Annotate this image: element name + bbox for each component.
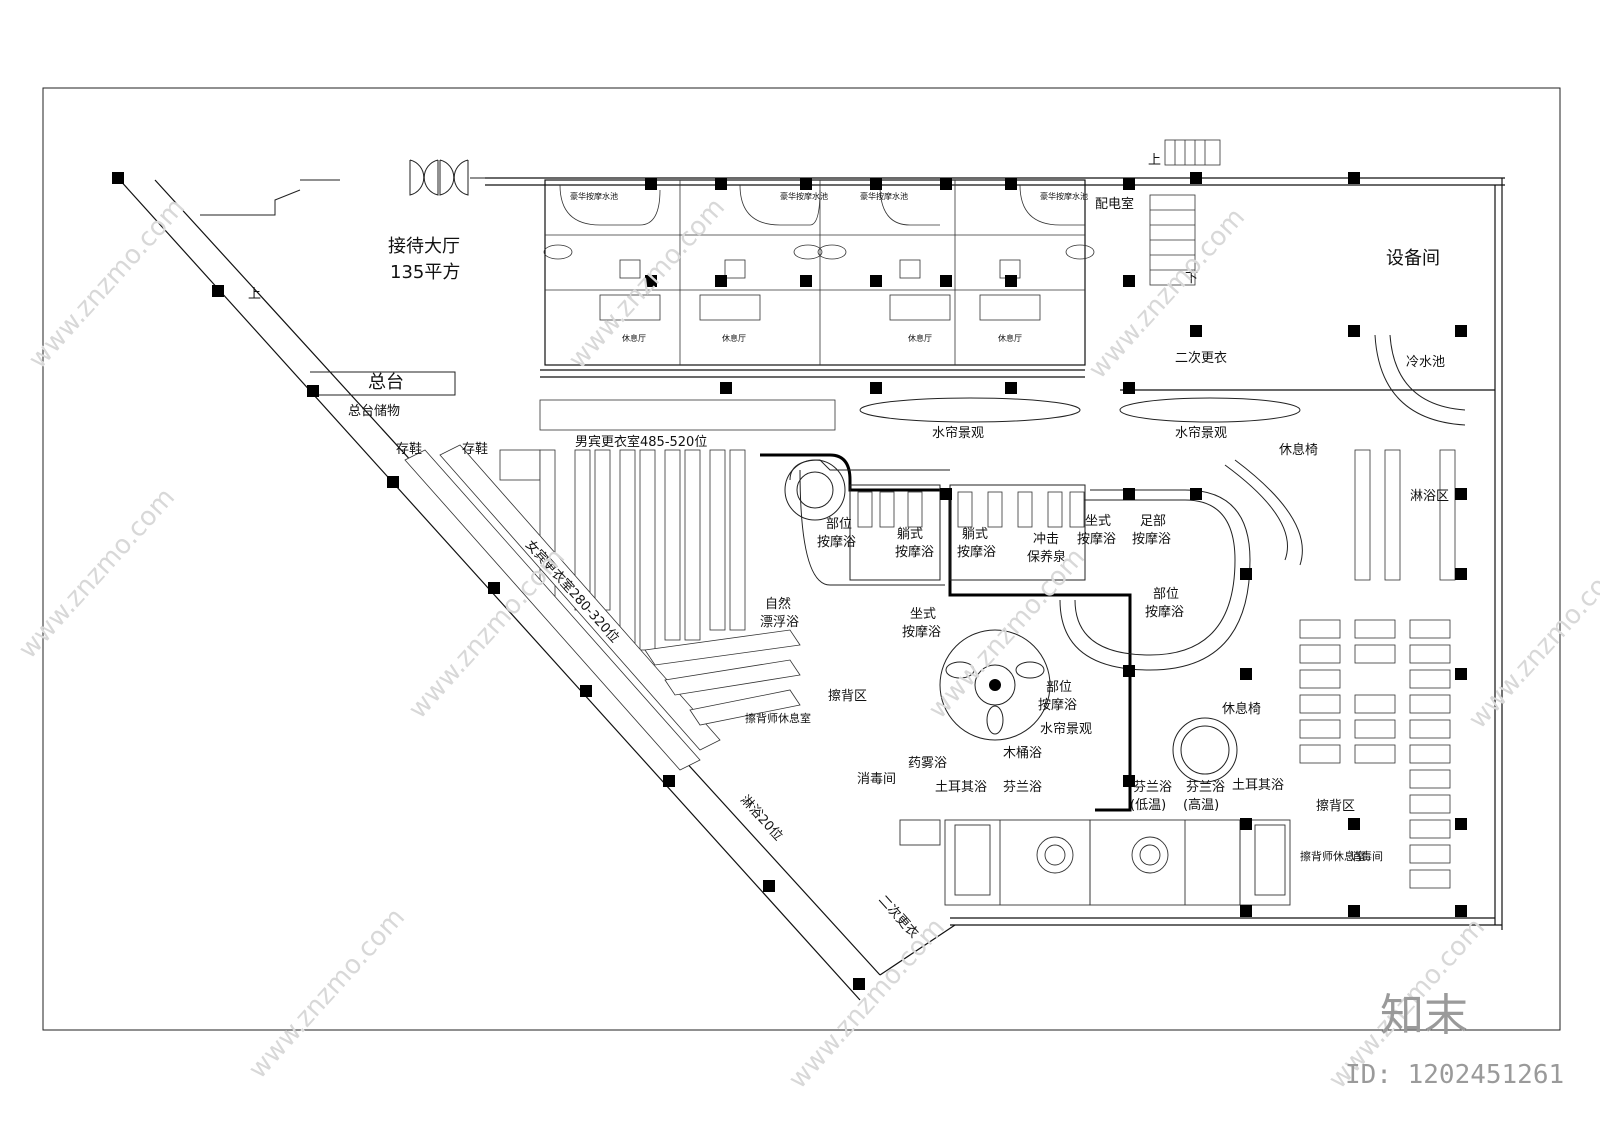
entrance-doors <box>200 159 485 216</box>
rest-chair-1-label: 休息椅 <box>1279 442 1318 458</box>
drawing-frame <box>42 87 1561 1031</box>
foot-massage-a: 足部 <box>1140 514 1166 529</box>
finnish-high-b: (高温) <box>1183 797 1219 813</box>
lying-massage-1a: 躺式 <box>897 526 923 542</box>
watermark-2: www.znzmo.com <box>563 193 731 375</box>
partial-massage-3b: 按摩浴 <box>1038 697 1077 713</box>
planters <box>859 334 1466 783</box>
scrub-area-left-label: 擦背区 <box>828 689 867 704</box>
vip-pool-label-1: 豪华按摩水池 <box>570 191 618 201</box>
shoe-storage-1-label: 存鞋 <box>396 441 422 457</box>
reception-hall-label: 接待大厅 <box>388 236 460 257</box>
vip-rest-label-2: 休息厅 <box>722 333 746 343</box>
shower-20-label: 淋浴20位 <box>737 793 785 844</box>
brand-logo: 知末 <box>1380 990 1468 1041</box>
female-locker-rows <box>404 444 801 771</box>
sitting-massage-2b: 按摩浴 <box>902 624 941 640</box>
columns <box>112 172 1467 990</box>
rest-chair-2-label: 休息椅 <box>1222 701 1261 717</box>
natural-float-b: 漂浮浴 <box>760 614 799 630</box>
watermark-9: www.znzmo.com <box>783 913 951 1095</box>
scrub-rest-right-label: 擦背师休息室 <box>1300 849 1366 863</box>
shoe-storage-2-label: 存鞋 <box>462 441 488 457</box>
impact-spring-a: 冲击 <box>1033 532 1059 547</box>
sauna-rooms <box>899 819 1291 906</box>
front-desk-shape <box>310 371 456 396</box>
partial-massage-2b: 按摩浴 <box>1145 604 1184 620</box>
turkish-2-label: 土耳其浴 <box>1232 778 1284 793</box>
stairs-down-label: 下 <box>1185 271 1198 286</box>
vip-pool-label-4: 豪华按摩水池 <box>1040 191 1088 201</box>
water-curtain-3-label: 水帘景观 <box>1040 721 1092 737</box>
right-shower-beds <box>1299 449 1456 889</box>
partial-massage-2a: 部位 <box>1153 587 1179 602</box>
male-locker-label: 男宾更衣室485-520位 <box>575 434 707 450</box>
disinfect-left-label: 消毒间 <box>857 772 896 787</box>
image-id: ID: 1202451261 <box>1345 1060 1564 1090</box>
front-desk-label: 总台 <box>368 372 404 393</box>
partial-massage-1b: 按摩浴 <box>817 534 856 550</box>
equipment-room-label: 设备间 <box>1386 248 1440 269</box>
scrub-rest-left-label: 擦背师休息室 <box>745 711 811 725</box>
disinfect-right-label: 消毒间 <box>1350 849 1383 863</box>
water-curtain-1-label: 水帘景观 <box>932 425 984 441</box>
lying-massage-2b: 按摩浴 <box>957 544 996 560</box>
vip-rooms: 豪华按摩水池 豪华按摩水池 豪华按摩水池 豪华按摩水池 休息厅 休息厅 休息厅 … <box>543 180 1095 365</box>
second-change-label: 二次更衣 <box>1175 350 1227 366</box>
lying-massage-1b: 按摩浴 <box>895 544 934 560</box>
pool-area <box>760 453 1251 812</box>
reception-area-label: 135平方 <box>390 262 460 283</box>
vip-pool-label-2: 豪华按摩水池 <box>780 191 828 201</box>
walls <box>117 177 1505 1001</box>
stairs <box>1149 139 1221 286</box>
watermark-8: www.znzmo.com <box>243 903 411 1085</box>
sitting-massage-2a: 坐式 <box>910 607 936 622</box>
wooden-barrel-label: 木桶浴 <box>1003 746 1042 761</box>
finnish-low-b: (低温) <box>1130 798 1166 813</box>
vip-pool-label-3: 豪华按摩水池 <box>860 191 908 201</box>
front-desk-storage-label: 总台储物 <box>348 404 400 419</box>
foot-massage-b: 按摩浴 <box>1132 531 1171 547</box>
herbal-steam-label: 药雾浴 <box>908 756 947 771</box>
watermark-4: www.znzmo.com <box>13 483 181 665</box>
water-curtain-2-label: 水帘景观 <box>1175 425 1227 441</box>
watermark-5: www.znzmo.com <box>403 543 571 725</box>
finnish-low-a: 芬兰浴 <box>1133 780 1172 795</box>
sitting-massage-1b: 按摩浴 <box>1077 531 1116 547</box>
turkish-1-label: 土耳其浴 <box>935 780 987 795</box>
electrical-room-label: 配电室 <box>1095 196 1134 212</box>
vip-rest-label-4: 休息厅 <box>998 333 1022 343</box>
vip-rest-label-3: 休息厅 <box>908 333 932 343</box>
cold-pool-label: 冷水池 <box>1406 355 1445 370</box>
sitting-massage-1a: 坐式 <box>1085 514 1111 529</box>
impact-spring-b: 保养泉 <box>1027 549 1066 565</box>
vip-rest-label-1: 休息厅 <box>622 333 646 343</box>
watermark-7: www.znzmo.com <box>1463 553 1600 735</box>
finnish-high-a: 芬兰浴 <box>1186 780 1225 795</box>
partial-massage-3a: 部位 <box>1046 680 1072 695</box>
partial-massage-1a: 部位 <box>826 517 852 532</box>
scrub-area-right-label: 擦背区 <box>1316 799 1355 814</box>
finnish-1-label: 芬兰浴 <box>1003 780 1042 795</box>
shower-area-label: 淋浴区 <box>1410 489 1449 504</box>
natural-float-a: 自然 <box>765 596 791 612</box>
watermark-layer: www.znzmo.com www.znzmo.com www.znzmo.co… <box>13 193 1600 1095</box>
male-locker-rows <box>499 399 836 651</box>
stairs-up-left-label: 上 <box>248 287 261 302</box>
stairs-up-top-label: 上 <box>1148 153 1161 168</box>
lying-massage-2a: 躺式 <box>962 526 988 542</box>
watermark-1: www.znzmo.com <box>23 193 191 375</box>
